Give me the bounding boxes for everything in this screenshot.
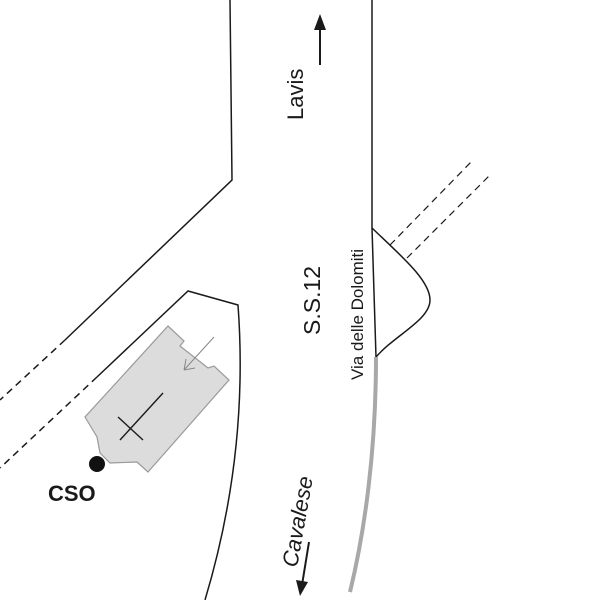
south-arrow-icon <box>301 541 310 586</box>
side-road-dashed-lower <box>0 376 98 469</box>
cavalese-label: Cavalese <box>277 474 318 569</box>
flow-arrow-icon <box>183 336 215 371</box>
south-arrowhead-icon <box>296 580 308 596</box>
north-arrowhead-icon <box>314 14 326 30</box>
cross-symbol <box>117 392 164 441</box>
road-name-label: Via delle Dolomiti <box>348 249 367 380</box>
highlighted-road-segment <box>348 356 378 593</box>
road-code-label: S.S.12 <box>299 266 325 335</box>
side-road-edge-lower <box>96 290 241 600</box>
cso-label: CSO <box>48 481 96 506</box>
building <box>84 325 230 473</box>
main-road-left-edge <box>64 0 233 341</box>
access-dashed-1 <box>389 159 474 246</box>
lavis-label: Lavis <box>283 69 308 120</box>
side-road-dashed-upper <box>0 339 66 401</box>
main-road-right-edge <box>371 0 377 358</box>
lay-by-curve <box>371 227 431 358</box>
access-dashed-2 <box>406 174 491 259</box>
cso-point <box>89 456 105 472</box>
